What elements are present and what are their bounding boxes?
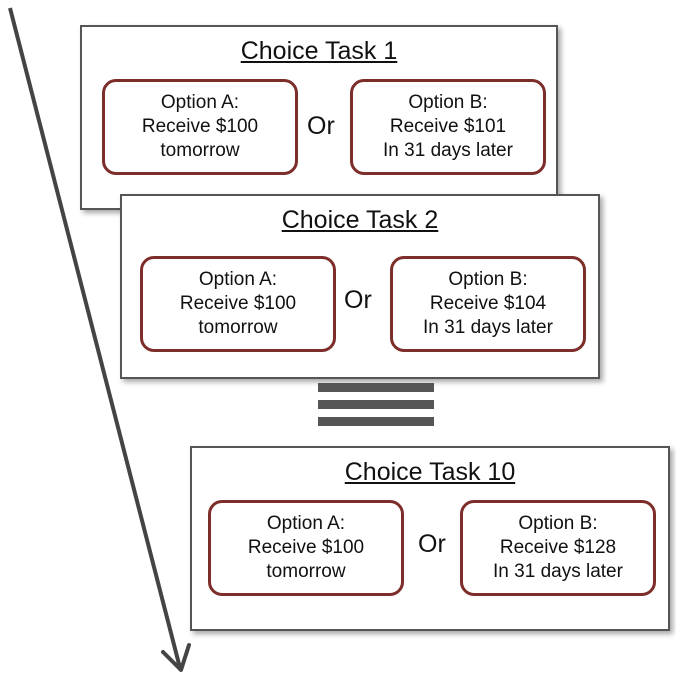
option-timing: In 31 days later	[423, 317, 553, 338]
task-title: Choice Task 2	[281, 206, 439, 234]
ellipsis-bars	[318, 383, 434, 434]
option-amount: Receive $100	[179, 293, 297, 314]
task-title: Choice Task 10	[344, 458, 516, 486]
option-timing: In 31 days later	[383, 140, 513, 161]
option-amount: Receive $128	[499, 537, 617, 558]
option-b-box: Option B: Receive $104 In 31 days later	[390, 256, 586, 352]
option-b-box: Option B: Receive $128 In 31 days later	[460, 500, 656, 596]
option-b-box: Option B: Receive $101 In 31 days later	[350, 79, 546, 175]
or-label: Or	[307, 112, 335, 140]
choice-task-10: Choice Task 10 Option A: Receive $100 to…	[190, 446, 670, 631]
choice-task-2: Choice Task 2 Option A: Receive $100 tom…	[120, 194, 600, 379]
option-a-box: Option A: Receive $100 tomorrow	[140, 256, 336, 352]
option-label: Option B:	[408, 92, 488, 113]
option-label: Option B:	[518, 513, 598, 534]
option-amount: Receive $100	[247, 537, 365, 558]
option-timing: tomorrow	[160, 140, 240, 161]
choice-task-1: Choice Task 1 Option A: Receive $100 tom…	[80, 25, 558, 210]
option-timing: tomorrow	[198, 317, 278, 338]
option-amount: Receive $104	[429, 293, 547, 314]
task-title: Choice Task 1	[240, 37, 398, 65]
ellipsis-bar	[318, 383, 434, 392]
ellipsis-bar	[318, 417, 434, 426]
option-a-box: Option A: Receive $100 tomorrow	[208, 500, 404, 596]
or-label: Or	[418, 530, 446, 558]
or-label: Or	[344, 286, 372, 314]
arrow-head-icon	[161, 643, 191, 672]
option-label: Option B:	[448, 269, 528, 290]
option-a-box: Option A: Receive $100 tomorrow	[102, 79, 298, 175]
option-amount: Receive $101	[389, 116, 507, 137]
option-label: Option A:	[198, 269, 278, 290]
option-label: Option A:	[266, 513, 346, 534]
option-timing: tomorrow	[266, 561, 346, 582]
option-label: Option A:	[160, 92, 240, 113]
option-amount: Receive $100	[141, 116, 259, 137]
option-timing: In 31 days later	[493, 561, 623, 582]
ellipsis-bar	[318, 400, 434, 409]
